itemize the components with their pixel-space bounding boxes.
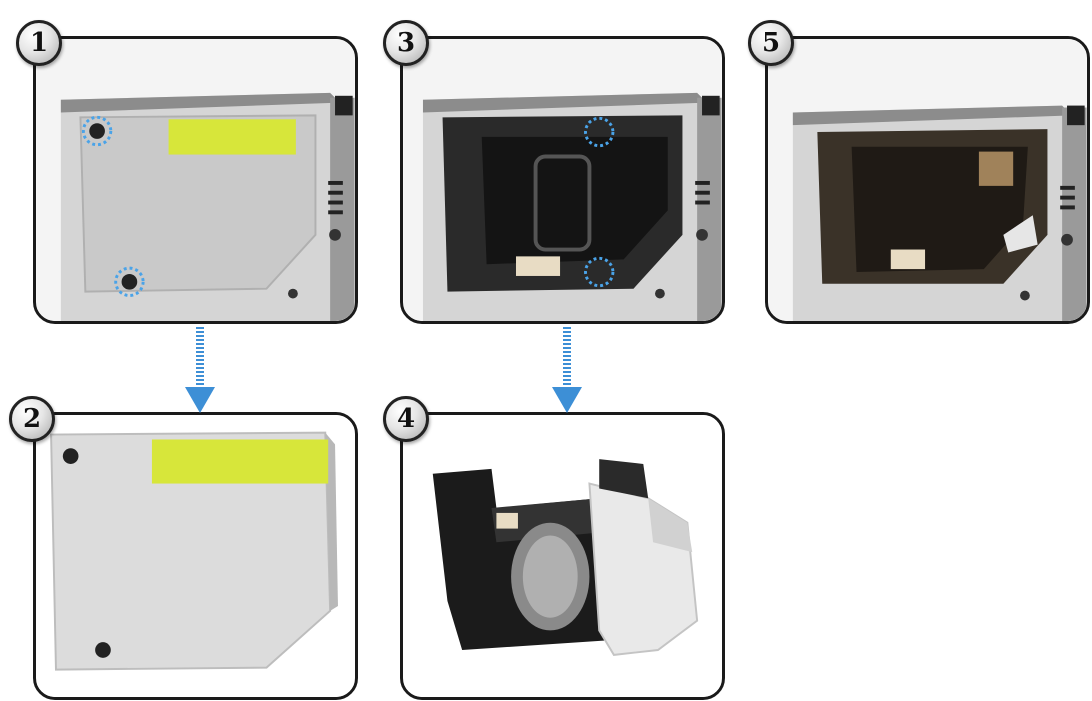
flow-arrow-3-to-4: [547, 325, 587, 415]
step-3-panel: [400, 36, 725, 324]
projector-bottom-with-cover-image: [36, 39, 355, 321]
flow-arrow-1-to-2: [180, 325, 220, 415]
projector-lamp-compartment-empty-image: [768, 39, 1087, 321]
step-2-panel: [33, 412, 358, 700]
lamp-handle: [533, 154, 592, 252]
projector-bottom-lamp-exposed-image: [403, 39, 722, 321]
dotted-down-arrow-icon: [185, 327, 215, 413]
dotted-down-arrow-icon: [552, 327, 582, 413]
step-1-panel: [33, 36, 358, 324]
step-3-badge: 3: [383, 20, 429, 66]
cover-warning-label: [151, 439, 329, 484]
step-4-badge: 4: [383, 396, 429, 442]
screw-bottom: [121, 274, 138, 290]
cover-warning-label: [168, 119, 296, 155]
removed-lamp-module-image: [403, 415, 722, 697]
screw-marker-icon: [81, 115, 113, 147]
step-1-badge: 1: [16, 20, 62, 66]
step-4-panel: [400, 412, 725, 700]
screw-marker-icon: [114, 266, 145, 298]
removed-lamp-cover-image: [36, 415, 355, 697]
step-5-badge: 5: [748, 20, 794, 66]
step-2-badge: 2: [9, 396, 55, 442]
screw-top-left: [89, 123, 105, 139]
step-5-panel: [765, 36, 1090, 324]
